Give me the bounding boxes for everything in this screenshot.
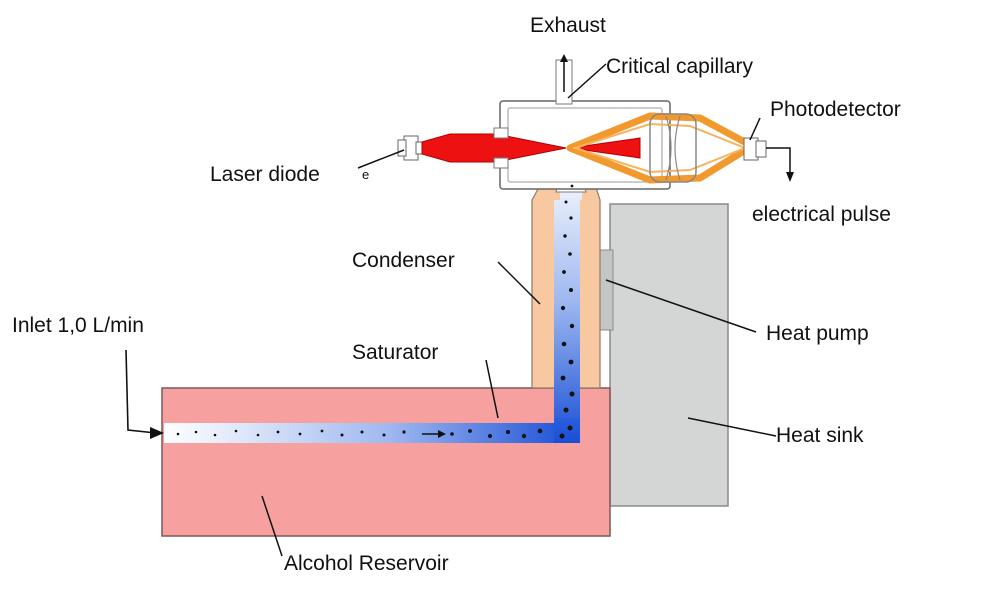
photodetector-housing bbox=[743, 137, 767, 161]
collection-lens bbox=[649, 113, 697, 183]
heat-pump-label: Heat pump bbox=[766, 322, 869, 345]
laser-diode-mark: e bbox=[362, 167, 370, 182]
photodetector-label: Photodetector bbox=[770, 98, 901, 121]
lens-curve bbox=[665, 115, 681, 181]
critical-capillary-label: Critical capillary bbox=[606, 55, 754, 78]
inlet-arrowhead bbox=[150, 427, 164, 439]
chamber-window-left bbox=[493, 127, 509, 139]
electrical-pulse-label: electrical pulse bbox=[752, 203, 891, 226]
flow-corner bbox=[554, 418, 580, 443]
laser-diode-housing bbox=[397, 135, 425, 161]
leader-lines bbox=[261, 63, 777, 557]
saturator-flow-arrowhead bbox=[438, 430, 446, 438]
inlet-arrow-line bbox=[125, 349, 157, 434]
saturator-channel bbox=[164, 423, 574, 443]
chamber-window-left-2 bbox=[493, 157, 509, 169]
laser-beam bbox=[421, 133, 567, 163]
condenser-label: Condenser bbox=[352, 249, 455, 272]
exhaust-arrowhead bbox=[560, 54, 568, 62]
heat-sink-label: Heat sink bbox=[776, 424, 864, 447]
laser-beam-exit bbox=[569, 137, 641, 159]
saturator-label: Saturator bbox=[352, 341, 439, 364]
alcohol-reservoir-label: Alcohol Reservoir bbox=[284, 552, 449, 575]
inlet-label: Inlet 1,0 L/min bbox=[12, 314, 144, 337]
laser-diode-label: Laser diode bbox=[210, 163, 320, 186]
heat-sink-block bbox=[609, 203, 729, 507]
particle-dots bbox=[176, 184, 575, 439]
alcohol-reservoir-block bbox=[161, 387, 611, 537]
electrical-pulse-line bbox=[766, 147, 791, 176]
condenser-bore bbox=[554, 158, 582, 443]
exhaust-label: Exhaust bbox=[530, 14, 606, 37]
electrical-pulse-arrowhead bbox=[786, 172, 794, 182]
